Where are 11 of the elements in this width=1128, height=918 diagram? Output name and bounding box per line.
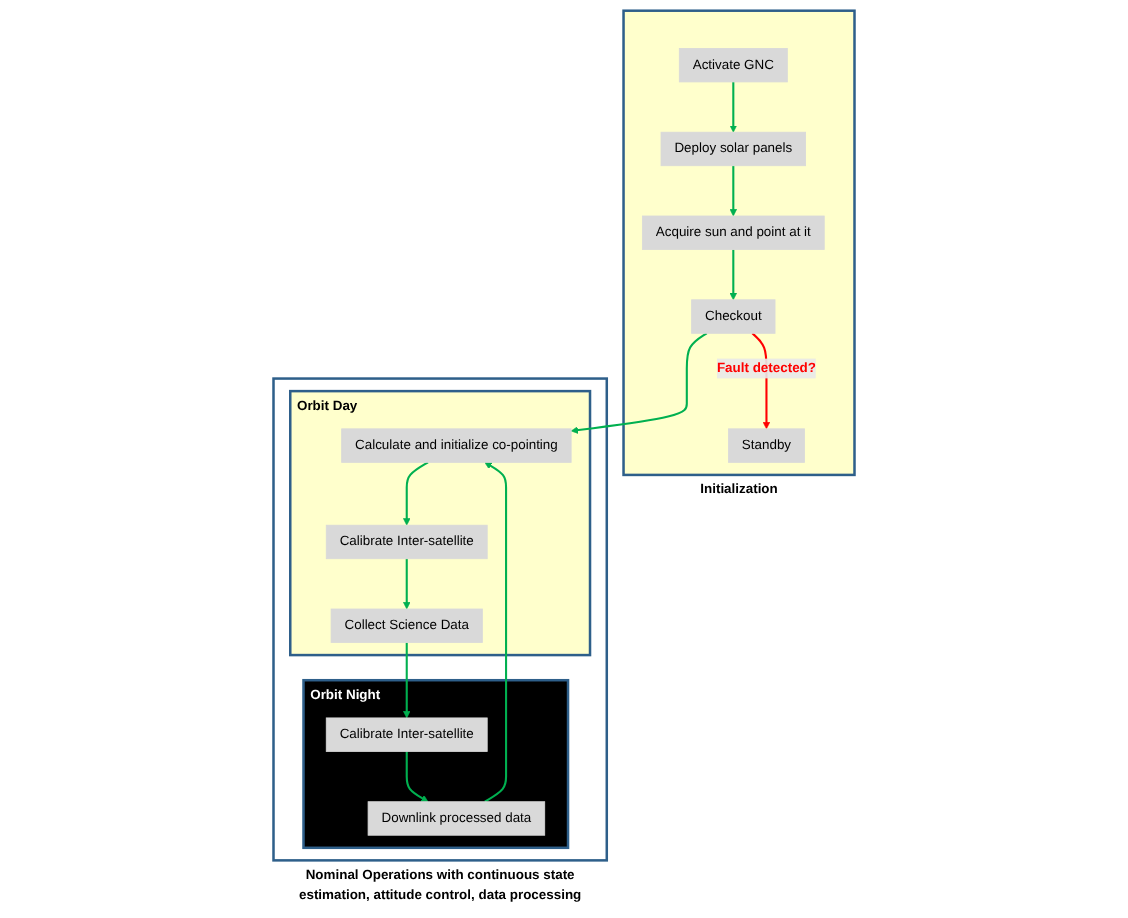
arrow [405,751,429,803]
arrow [403,642,411,719]
cluster [272,377,609,862]
arrow [570,332,708,434]
arrow [403,558,411,610]
cluster [622,9,856,477]
arrow [403,461,429,526]
arrow [729,81,737,133]
arrow [729,249,737,301]
arrow [729,165,737,217]
arrow [484,462,508,803]
